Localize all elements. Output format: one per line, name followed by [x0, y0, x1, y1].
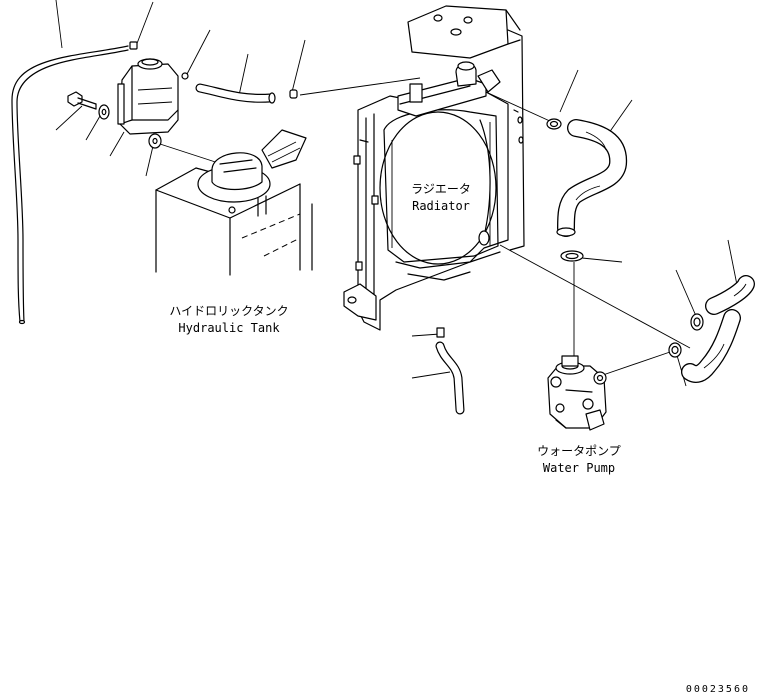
lower-hose-clamp-2: [668, 342, 682, 358]
short-hose: [195, 83, 298, 104]
hydraulic-tank-label-jp: ハイドロリックタンク: [169, 304, 288, 318]
hydraulic-tank-label-en: Hydraulic Tank: [178, 321, 280, 335]
reserve-tank: [117, 58, 189, 135]
leader-lines: [55, 0, 739, 387]
lower-hose-clamp-1: [690, 313, 704, 331]
middle-hose-clamp: [560, 250, 584, 262]
drain-hose: [435, 341, 465, 415]
washer-1: [98, 104, 110, 120]
water-pump: [547, 355, 607, 431]
washer-2: [148, 133, 162, 149]
radiator-label-jp: ラジエータ: [411, 182, 471, 196]
radiator-label-en: Radiator: [412, 199, 470, 213]
lower-hose: [681, 275, 755, 383]
hydraulic-tank: [155, 129, 313, 276]
mounting-bolt: [67, 91, 97, 110]
water-pump-label-jp: ウォータポンプ: [537, 444, 621, 458]
overflow-hose: [11, 45, 129, 325]
upper-hose-clamp: [546, 118, 562, 130]
upper-hose: [556, 119, 628, 237]
radiator-assembly: [343, 5, 525, 338]
water-pump-label-en: Water Pump: [543, 461, 615, 475]
figure-number: 00023560: [686, 684, 750, 695]
small-clamp-top: [129, 41, 138, 50]
